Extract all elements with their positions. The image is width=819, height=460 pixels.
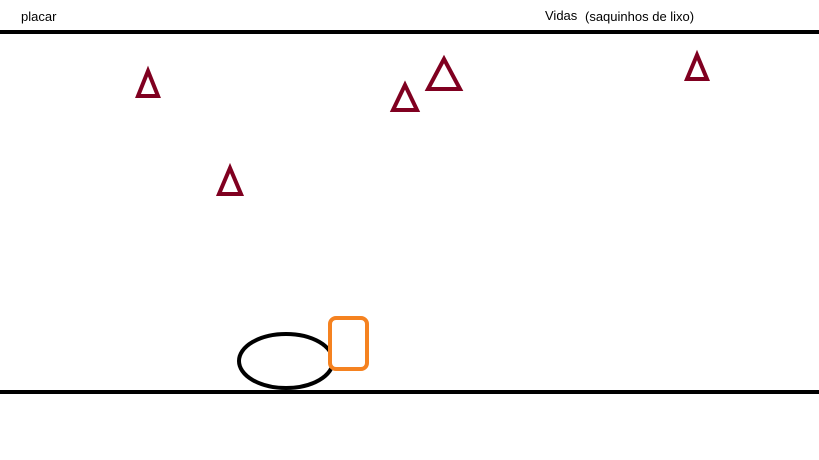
falling-object-3-triangle-icon xyxy=(424,54,464,91)
falling-object-1-triangle-icon xyxy=(135,65,161,98)
falling-object-4-triangle-icon xyxy=(684,49,710,81)
lives-note: (saquinhos de lixo) xyxy=(585,9,695,24)
falling-object-2-triangle-icon xyxy=(389,80,421,112)
bag-ellipse-icon xyxy=(237,332,335,390)
player-catcher[interactable] xyxy=(328,316,369,371)
falling-object-5-triangle-icon xyxy=(215,162,245,196)
score-label: placar xyxy=(21,9,57,24)
lives-label: Vidas xyxy=(545,8,578,23)
